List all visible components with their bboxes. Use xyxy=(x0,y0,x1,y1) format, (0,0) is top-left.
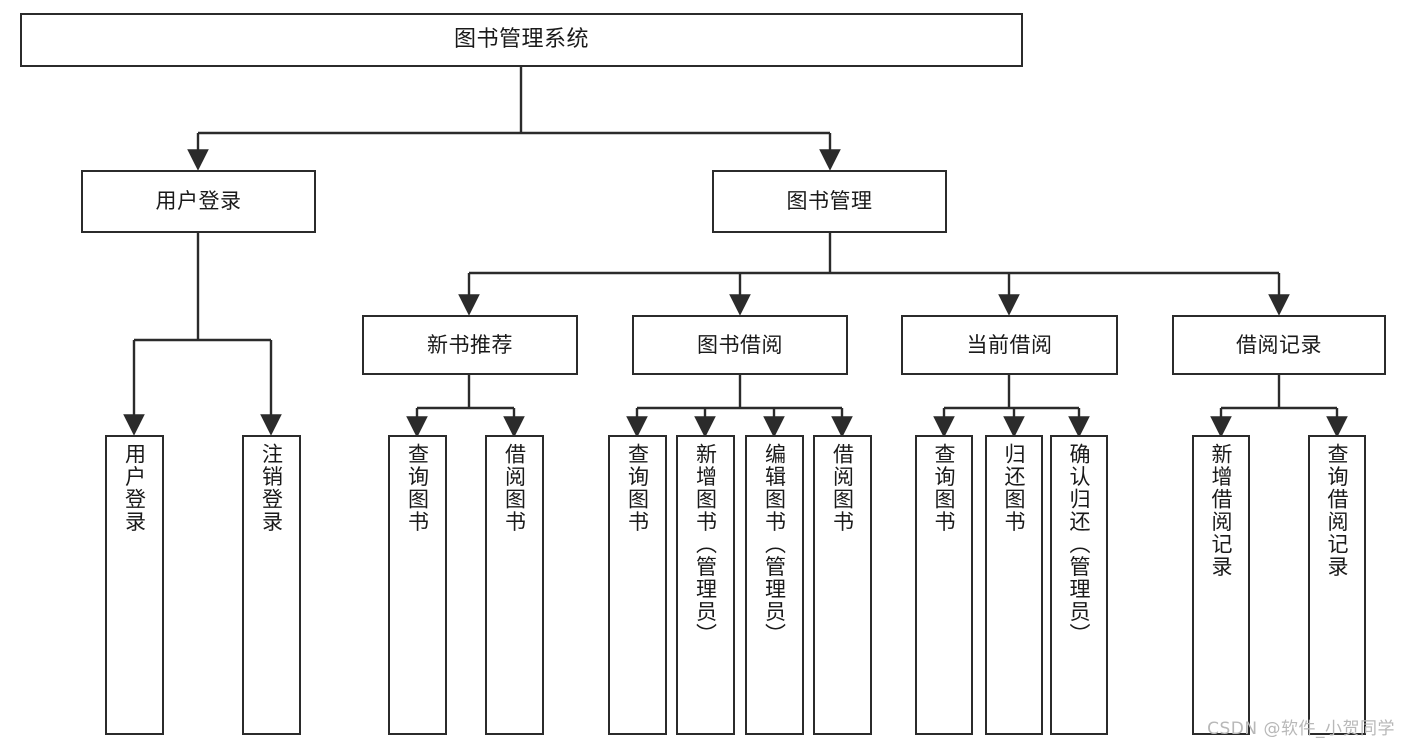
node-leaf-add-book-label: 新增图书（管理员） xyxy=(693,443,718,646)
node-leaf-query-book-1-label: 查询图书 xyxy=(405,443,430,533)
node-leaf-add-book[interactable]: 新增图书（管理员） xyxy=(676,435,735,735)
node-leaf-add-record-label: 新增借阅记录 xyxy=(1209,443,1234,578)
node-borrow-record[interactable]: 借阅记录 xyxy=(1172,315,1386,375)
node-leaf-borrow-book-1-label: 借阅图书 xyxy=(502,443,527,533)
node-leaf-query-book-1[interactable]: 查询图书 xyxy=(388,435,447,735)
node-leaf-logout-login-label: 注销登录 xyxy=(259,443,284,533)
node-leaf-logout-login[interactable]: 注销登录 xyxy=(242,435,301,735)
node-user-login[interactable]: 用户登录 xyxy=(81,170,316,233)
node-leaf-query-book-3[interactable]: 查询图书 xyxy=(915,435,973,735)
node-user-login-label: 用户登录 xyxy=(155,189,242,214)
node-leaf-borrow-book-2-label: 借阅图书 xyxy=(830,443,855,533)
node-new-book-recommend-label: 新书推荐 xyxy=(427,332,513,357)
node-leaf-confirm-return-label: 确认归还（管理员） xyxy=(1067,443,1092,646)
node-book-management[interactable]: 图书管理 xyxy=(712,170,947,233)
node-root-label: 图书管理系统 xyxy=(453,27,589,53)
node-leaf-user-login[interactable]: 用户登录 xyxy=(105,435,164,735)
node-current-borrow[interactable]: 当前借阅 xyxy=(901,315,1118,375)
node-leaf-return-book-label: 归还图书 xyxy=(1002,443,1027,533)
node-leaf-query-book-2-label: 查询图书 xyxy=(625,443,650,533)
watermark: CSDN @软件_小贺同学 xyxy=(1207,719,1395,739)
node-book-management-label: 图书管理 xyxy=(786,189,873,214)
node-leaf-query-record[interactable]: 查询借阅记录 xyxy=(1308,435,1366,735)
node-leaf-return-book[interactable]: 归还图书 xyxy=(985,435,1043,735)
node-leaf-query-book-3-label: 查询图书 xyxy=(932,443,957,533)
node-new-book-recommend[interactable]: 新书推荐 xyxy=(362,315,578,375)
node-leaf-borrow-book-1[interactable]: 借阅图书 xyxy=(485,435,544,735)
node-borrow-record-label: 借阅记录 xyxy=(1236,332,1322,357)
node-leaf-edit-book[interactable]: 编辑图书（管理员） xyxy=(745,435,804,735)
node-current-borrow-label: 当前借阅 xyxy=(966,332,1053,357)
node-leaf-query-book-2[interactable]: 查询图书 xyxy=(608,435,667,735)
node-leaf-confirm-return[interactable]: 确认归还（管理员） xyxy=(1050,435,1108,735)
node-leaf-edit-book-label: 编辑图书（管理员） xyxy=(762,443,787,646)
node-leaf-query-record-label: 查询借阅记录 xyxy=(1325,443,1350,578)
node-root[interactable]: 图书管理系统 xyxy=(20,13,1023,67)
node-leaf-add-record[interactable]: 新增借阅记录 xyxy=(1192,435,1250,735)
node-leaf-borrow-book-2[interactable]: 借阅图书 xyxy=(813,435,872,735)
node-book-borrow-label: 图书借阅 xyxy=(697,332,783,357)
node-book-borrow[interactable]: 图书借阅 xyxy=(632,315,848,375)
node-leaf-user-login-label: 用户登录 xyxy=(122,443,147,533)
